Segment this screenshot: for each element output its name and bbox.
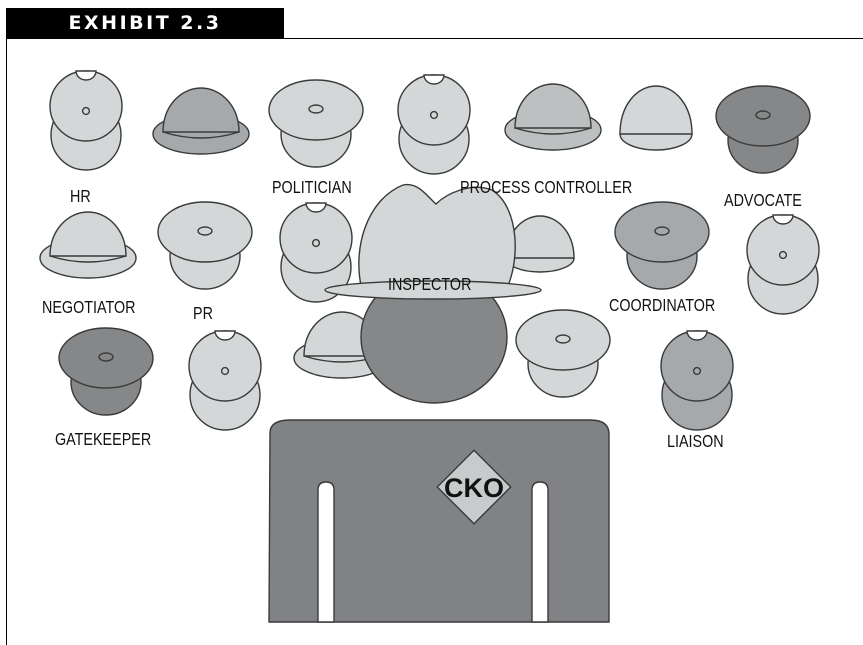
coordinator-label: COORDINATOR xyxy=(609,297,715,316)
hr-hat-icon xyxy=(50,71,122,170)
liaison-hat-icon xyxy=(661,331,733,430)
liaison-label: LIAISON xyxy=(667,433,724,452)
inspector-label: INSPECTOR xyxy=(388,276,471,295)
advocate-label: ADVOCATE xyxy=(724,192,802,211)
beanie-hat-icon xyxy=(506,216,574,272)
politician-hat-icon xyxy=(269,80,363,167)
pr-label: PR xyxy=(193,305,213,324)
gatekeeper-label: GATEKEEPER xyxy=(55,431,151,450)
pr-hat-icon xyxy=(158,202,252,289)
cap-hat-icon xyxy=(398,75,470,174)
process-controller-hat-icon xyxy=(505,84,601,150)
cap-hat-icon xyxy=(189,331,261,430)
cko-badge-label: CKO xyxy=(444,473,504,503)
left-arm-gap xyxy=(318,482,334,622)
coordinator-hat-icon xyxy=(615,202,709,289)
advocate-hat-icon xyxy=(716,86,810,173)
cap-hat-icon xyxy=(747,215,819,314)
negotiator-hat-icon xyxy=(40,212,136,278)
politician-label: POLITICIAN xyxy=(272,179,352,198)
right-arm-gap xyxy=(532,482,548,622)
cap-hat-icon xyxy=(516,310,610,397)
beanie-hat-icon xyxy=(620,86,692,150)
negotiator-label: NEGOTIATOR xyxy=(42,299,136,318)
gatekeeper-hat-icon xyxy=(59,328,153,415)
bowler-hat-icon xyxy=(153,88,249,154)
process-controller-label: PROCESS CONTROLLER xyxy=(460,179,632,198)
hr-label: HR xyxy=(70,188,91,207)
